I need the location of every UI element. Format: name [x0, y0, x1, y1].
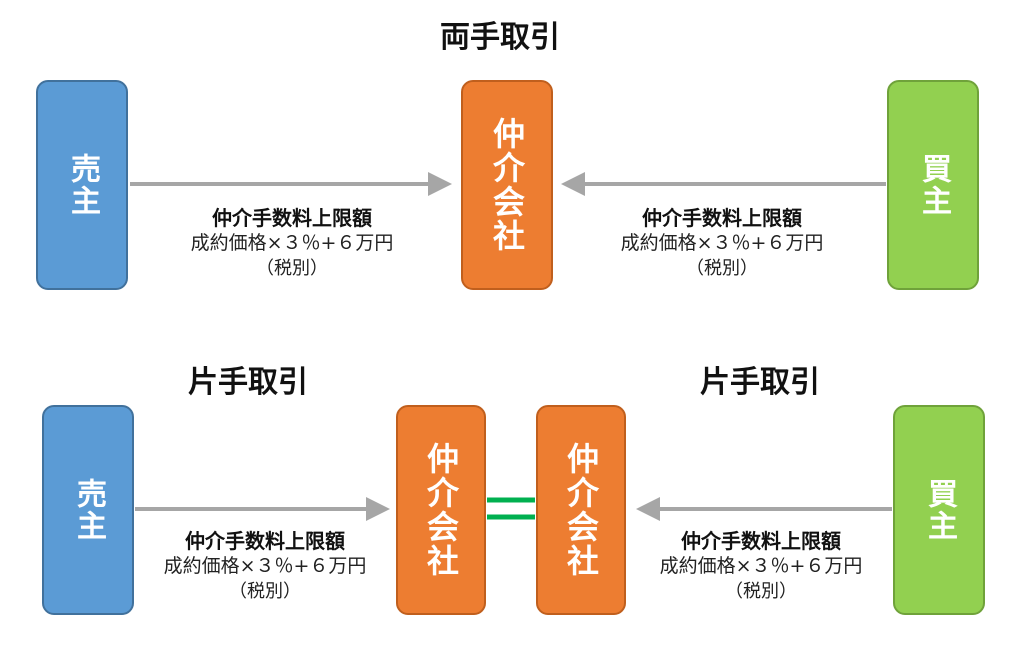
fee-note-top-left: 仲介手数料上限額 成約価格×３％+６万円 （税別） — [142, 206, 442, 281]
title-single-hand-left: 片手取引 — [188, 365, 308, 400]
fee-note-bottom-left: 仲介手数料上限額 成約価格×３％+６万円 （税別） — [130, 529, 400, 604]
buyer-label-bottom: 買主 — [922, 478, 957, 542]
fee-heading: 仲介手数料上限額 — [642, 206, 802, 230]
fee-formula: 成約価格×３％+６万円 — [163, 555, 367, 577]
fee-formula: 成約価格×３％+６万円 — [620, 232, 824, 254]
agent-label-bottom-right: 仲介会社 — [562, 442, 600, 578]
fee-tax-note: （税別） — [229, 581, 301, 602]
agent-box-bottom-right: 仲介会社 — [536, 405, 626, 615]
buyer-box-top: 買主 — [887, 80, 979, 290]
fee-tax-note: （税別） — [686, 258, 758, 279]
agent-box-top: 仲介会社 — [461, 80, 553, 290]
buyer-box-bottom: 買主 — [893, 405, 985, 615]
fee-heading: 仲介手数料上限額 — [185, 529, 345, 553]
buyer-label-top: 買主 — [916, 153, 951, 217]
agent-label-bottom-left: 仲介会社 — [422, 442, 460, 578]
agent-label-top: 仲介会社 — [488, 117, 526, 253]
fee-note-bottom-right: 仲介手数料上限額 成約価格×３％+６万円 （税別） — [626, 529, 896, 604]
fee-formula: 成約価格×３％+６万円 — [190, 232, 394, 254]
seller-box-bottom: 売主 — [42, 405, 134, 615]
seller-box-top: 売主 — [36, 80, 128, 290]
fee-note-top-right: 仲介手数料上限額 成約価格×３％+６万円 （税別） — [572, 206, 872, 281]
title-single-hand-right: 片手取引 — [700, 365, 820, 400]
title-both-hands: 両手取引 — [440, 20, 560, 55]
fee-tax-note: （税別） — [256, 258, 328, 279]
seller-label-top: 売主 — [65, 153, 100, 217]
fee-tax-note: （税別） — [725, 581, 797, 602]
fee-heading: 仲介手数料上限額 — [212, 206, 372, 230]
agent-box-bottom-left: 仲介会社 — [396, 405, 486, 615]
fee-heading: 仲介手数料上限額 — [681, 529, 841, 553]
seller-label-bottom: 売主 — [71, 478, 106, 542]
fee-formula: 成約価格×３％+６万円 — [659, 555, 863, 577]
